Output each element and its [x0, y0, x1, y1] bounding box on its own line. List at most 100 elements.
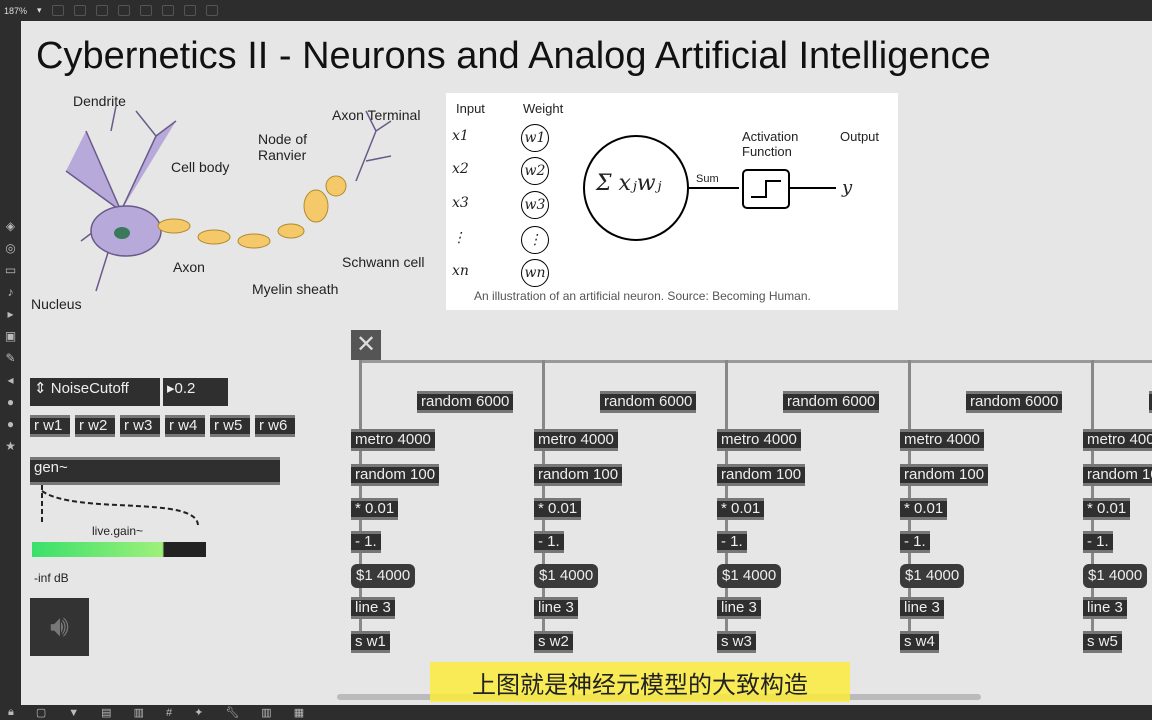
noisecutoff-umenu[interactable]: ⇕ NoiseCutoff — [30, 378, 160, 406]
metro-object[interactable]: metro 4000 — [717, 429, 801, 451]
snap-icon[interactable]: ✦ — [194, 707, 204, 719]
input-symbol: x3 — [452, 195, 469, 211]
grid-icon[interactable]: # — [165, 706, 173, 719]
sub-object[interactable]: - 1. — [717, 531, 747, 553]
receive-object[interactable]: r w6 — [255, 415, 295, 437]
zoom-menu[interactable]: 187% — [4, 5, 28, 16]
object-label: line 3 — [1087, 599, 1123, 616]
star-icon[interactable]: ★ — [5, 439, 16, 453]
presentation-icon[interactable]: ▢ — [35, 707, 47, 719]
object-label: metro 4000 — [1087, 431, 1152, 448]
toolbar-button[interactable] — [117, 5, 130, 16]
random-b-object[interactable]: random 100 — [351, 464, 440, 486]
music-icon[interactable]: ♪ — [7, 285, 14, 299]
display-icon[interactable]: ▼ — [68, 706, 80, 719]
line-object[interactable]: line 3 — [534, 597, 578, 619]
sub-object[interactable]: - 1. — [900, 531, 930, 553]
random-a-object[interactable]: random 6000 — [600, 391, 697, 413]
signal-cord — [41, 485, 199, 526]
random-b-object[interactable]: random 100 — [534, 464, 623, 486]
image-icon[interactable]: ▣ — [4, 329, 17, 343]
receive-label: r w2 — [79, 417, 108, 434]
toolbar-button[interactable] — [139, 5, 152, 16]
line-object[interactable]: line 3 — [900, 597, 944, 619]
metro-object[interactable]: metro 4000 — [534, 429, 618, 451]
msg-object[interactable]: $1 4000 — [534, 564, 599, 588]
msg-object[interactable]: $1 4000 — [1083, 564, 1148, 588]
plug-icon[interactable]: ◂ — [7, 373, 14, 387]
line-object[interactable]: line 3 — [351, 597, 395, 619]
random-a-object[interactable]: random 6000 — [783, 391, 880, 413]
sub-object[interactable]: - 1. — [351, 531, 381, 553]
send-object[interactable]: s w5 — [1083, 631, 1122, 653]
paperclip-icon[interactable]: ✎ — [5, 351, 16, 365]
receive-object[interactable]: r w5 — [210, 415, 250, 437]
msg-object[interactable]: $1 4000 — [900, 564, 965, 588]
cube-icon[interactable]: ◈ — [5, 219, 16, 233]
metro-object[interactable]: metro 4000 — [900, 429, 984, 451]
send-object[interactable]: s w1 — [351, 631, 390, 653]
metro-object[interactable]: metro 4000 — [1083, 429, 1152, 451]
keyboard-icon[interactable]: ▦ — [293, 707, 305, 719]
line-object[interactable]: line 3 — [717, 597, 761, 619]
bold-icon[interactable]: ● — [6, 417, 15, 431]
inspector-icon[interactable]: ▭ — [4, 263, 17, 277]
layers-icon[interactable]: ▤ — [101, 707, 112, 719]
random-b-object[interactable]: random 100 — [717, 464, 806, 486]
neuron-circle-drawing — [583, 135, 836, 241]
toggle-button[interactable]: ✕ — [351, 330, 381, 360]
random-a-object[interactable]: random 6000 — [417, 391, 514, 413]
object-label: random 100 — [904, 466, 985, 483]
toolbar-button[interactable] — [73, 5, 86, 16]
ezdac-speaker-button[interactable]: 🔊︎ — [30, 598, 89, 656]
label-output: Output — [840, 129, 880, 144]
piano-icon[interactable]: ▥ — [261, 707, 272, 719]
mul-object[interactable]: * 0.01 — [900, 498, 948, 520]
align-icon[interactable]: ▥ — [133, 707, 144, 719]
mul-object[interactable]: * 0.01 — [351, 498, 399, 520]
metro-object[interactable]: metro 4000 — [351, 429, 435, 451]
object-label: * 0.01 — [355, 500, 395, 517]
mul-object[interactable]: * 0.01 — [717, 498, 765, 520]
toolbar-button[interactable] — [183, 5, 196, 16]
send-object[interactable]: s w2 — [534, 631, 573, 653]
object-label: random 6000 — [604, 393, 693, 410]
object-label: * 0.01 — [538, 500, 578, 517]
send-object[interactable]: s w3 — [717, 631, 756, 653]
toolbar-button[interactable] — [205, 5, 218, 16]
info-icon[interactable]: ● — [6, 395, 15, 409]
target-icon[interactable]: ◎ — [5, 241, 16, 255]
play-icon[interactable]: ▸ — [7, 307, 14, 321]
random-b-object[interactable]: random 100 — [900, 464, 989, 486]
number-box[interactable]: ▸0.2 — [163, 378, 228, 406]
msg-object[interactable]: $1 4000 — [351, 564, 416, 588]
toolbar-button[interactable] — [51, 5, 64, 16]
gen-label: gen~ — [34, 459, 68, 476]
random-a-object[interactable]: random 6000 — [1149, 391, 1152, 413]
mul-object[interactable]: * 0.01 — [1083, 498, 1131, 520]
patcher-canvas[interactable]: Cybernetics II - Neurons and Analog Arti… — [21, 21, 1152, 705]
receive-object[interactable]: r w4 — [165, 415, 205, 437]
mul-object[interactable]: * 0.01 — [534, 498, 582, 520]
object-label: $1 4000 — [905, 567, 960, 584]
receive-object[interactable]: r w3 — [120, 415, 160, 437]
sub-object[interactable]: - 1. — [1083, 531, 1113, 553]
gen-object[interactable]: gen~ — [30, 457, 280, 485]
line-object[interactable]: line 3 — [1083, 597, 1127, 619]
toolbar-button[interactable] — [161, 5, 174, 16]
msg-object[interactable]: $1 4000 — [717, 564, 782, 588]
lock-icon[interactable]: 🔒︎ — [8, 706, 14, 718]
random-b-object[interactable]: random 100 — [1083, 464, 1152, 486]
toolbar-button[interactable] — [95, 5, 108, 16]
sub-object[interactable]: - 1. — [534, 531, 564, 553]
left-sidebar: ◈ ◎ ▭ ♪ ▸ ▣ ✎ ◂ ● ● ★ — [0, 21, 21, 705]
send-object[interactable]: s w4 — [900, 631, 939, 653]
live-gain-slider[interactable] — [32, 542, 206, 557]
wrench-icon[interactable]: 🔧︎ — [225, 707, 240, 719]
receive-object[interactable]: r w2 — [75, 415, 115, 437]
receive-object[interactable]: r w1 — [30, 415, 70, 437]
object-label: random 100 — [538, 466, 619, 483]
object-label: metro 4000 — [355, 431, 431, 448]
neuron-drawing — [65, 105, 392, 292]
random-a-object[interactable]: random 6000 — [966, 391, 1063, 413]
